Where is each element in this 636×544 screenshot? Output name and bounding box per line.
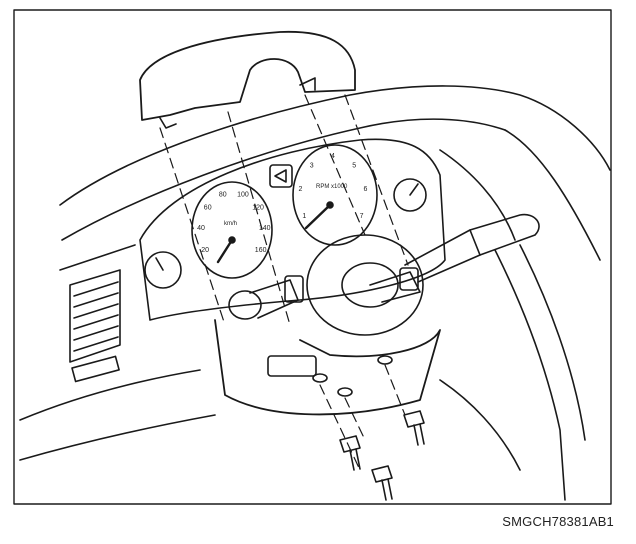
dashboard-outline: [19, 85, 611, 501]
temperature-gauge: [393, 178, 427, 212]
scale-number: 120: [252, 204, 264, 211]
scale-number: 3: [310, 162, 314, 169]
scale-number: 140: [259, 225, 271, 232]
scale-number: 7: [360, 213, 364, 220]
screw-right: [403, 410, 425, 446]
tachometer: [269, 144, 378, 246]
speedometer-units: km/h: [224, 221, 237, 227]
scale-number: 20: [201, 247, 209, 254]
speedometer-needle: [216, 238, 234, 264]
figure-border: [13, 9, 612, 505]
scale-number: 2: [299, 186, 303, 193]
figure-code: SMGCH78381AB1: [502, 514, 614, 529]
scale-number: 5: [352, 162, 356, 169]
multifunction-stalk: [404, 213, 540, 283]
scale-number: 60: [204, 204, 212, 211]
steering-column-hub: [306, 234, 424, 336]
scale-number: 4: [331, 153, 335, 160]
scale-number: 6: [364, 186, 368, 193]
scale-number: 160: [255, 247, 267, 254]
screw-left: [339, 435, 361, 471]
alignment-lines: [159, 94, 409, 471]
tachometer-units: RPM x1000: [316, 184, 348, 190]
tachometer-scale: 1 2 3 4 5 6 7: [299, 153, 368, 220]
air-vent: [69, 269, 121, 383]
screw-middle: [371, 465, 393, 501]
scale-number: 100: [237, 192, 249, 199]
fuel-gauge: [144, 251, 182, 289]
scale-number: 1: [302, 213, 306, 220]
scale-number: 80: [219, 192, 227, 199]
light-switch-stalk: [228, 275, 304, 320]
upper-steering-column-shroud: [139, 30, 356, 129]
scale-number: 40: [197, 225, 205, 232]
lower-steering-column-shroud: [214, 319, 441, 416]
tachometer-needle: [304, 203, 332, 230]
speedometer: [191, 181, 273, 279]
